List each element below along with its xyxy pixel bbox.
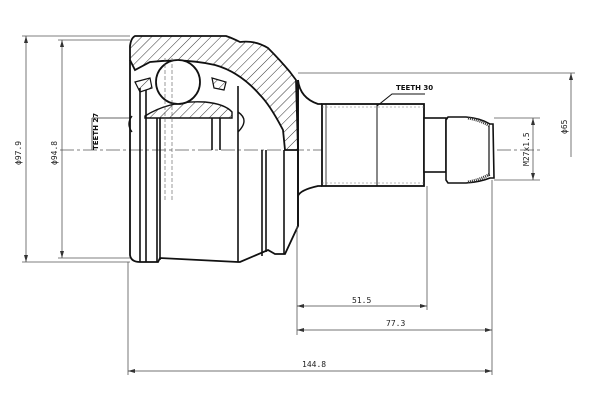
stub-length-label: 77.3 [386, 319, 405, 328]
dim-51-5-arrow-right [420, 304, 427, 308]
right-arrows [531, 73, 573, 180]
splined-shaft [321, 103, 425, 187]
teeth-outer-label: TEETH 30 [396, 84, 433, 92]
outer-diameter-label: ϕ97.9 [14, 141, 23, 165]
cage-section [134, 77, 153, 93]
retainer-arc-left [128, 115, 133, 133]
bottom-extension-lines [127, 180, 493, 375]
seal-diameter-label: ϕ65 [560, 119, 569, 134]
body-grooves [139, 86, 285, 262]
retainer-arc [237, 111, 245, 133]
overall-length-label: 144.8 [302, 360, 326, 369]
cage-section-right [211, 77, 227, 91]
body-diameter-label: ϕ94.8 [50, 141, 59, 165]
dim-77-3-arrow-right [485, 328, 492, 332]
shaft-neck [423, 117, 447, 173]
teeth30-leader [376, 93, 425, 107]
dim-51-5-arrow-left [297, 304, 304, 308]
thread-label: M27x1.5 [522, 132, 531, 166]
dim-144-8-arrow-left [128, 369, 135, 373]
neck-fillet [297, 79, 322, 105]
right-dimensions [298, 72, 575, 181]
inner-race-section [144, 101, 233, 119]
neck-fillet-lower [297, 185, 322, 197]
shaft-length-label: 51.5 [352, 296, 371, 305]
left-dimensions [22, 35, 130, 263]
threaded-end [445, 116, 495, 184]
left-arrows [24, 36, 64, 262]
teeth-inner-label: TEETH 27 [92, 113, 100, 150]
ball [155, 59, 201, 105]
dim-144-8-arrow-right [485, 369, 492, 373]
housing-section [129, 35, 299, 151]
dim-77-3-arrow-left [297, 328, 304, 332]
